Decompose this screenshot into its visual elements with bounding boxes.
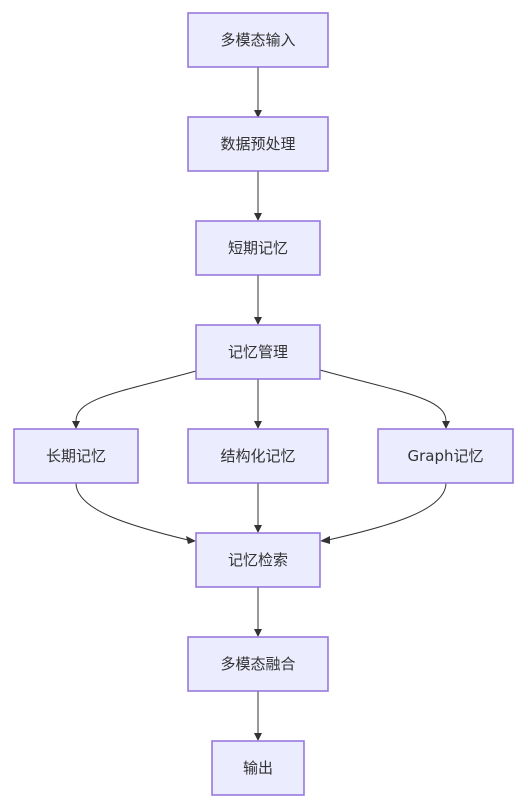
arrowhead bbox=[254, 629, 262, 637]
node-label: 多模态输入 bbox=[220, 31, 295, 49]
nodes: 多模态输入 数据预处理 短期记忆 记忆管理 长期记忆 结构化记忆 Graph记忆 bbox=[13, 12, 514, 796]
node-label: 记忆检索 bbox=[228, 551, 288, 569]
node-multimodal-input[interactable]: 多模态输入 bbox=[187, 12, 329, 68]
arrowhead bbox=[186, 536, 196, 544]
arrowhead bbox=[254, 525, 262, 533]
node-output[interactable]: 输出 bbox=[211, 740, 305, 796]
node-label: 记忆管理 bbox=[228, 343, 288, 361]
edges bbox=[72, 67, 450, 741]
arrowhead bbox=[254, 110, 262, 118]
arrowhead bbox=[254, 421, 262, 429]
node-box bbox=[195, 532, 321, 588]
arrowhead bbox=[320, 536, 330, 544]
arrowhead bbox=[442, 421, 450, 429]
node-box bbox=[195, 324, 321, 380]
node-label: 长期记忆 bbox=[46, 447, 106, 465]
node-label: 数据预处理 bbox=[220, 135, 295, 153]
node-box bbox=[187, 428, 329, 484]
node-box bbox=[187, 116, 329, 172]
node-box bbox=[211, 740, 305, 796]
node-long-term-memory[interactable]: 长期记忆 bbox=[13, 428, 139, 484]
edge-graph-to-retrieval bbox=[327, 482, 447, 541]
arrowhead bbox=[254, 213, 262, 221]
node-box bbox=[187, 12, 329, 68]
node-multimodal-fusion[interactable]: 多模态融合 bbox=[187, 636, 329, 692]
arrowhead bbox=[254, 317, 262, 325]
node-label: Graph记忆 bbox=[407, 447, 483, 465]
edge-management-to-graph bbox=[319, 369, 447, 422]
node-label: 短期记忆 bbox=[228, 239, 288, 257]
edge-management-to-long-term bbox=[75, 370, 197, 422]
node-memory-management[interactable]: 记忆管理 bbox=[195, 324, 321, 380]
node-label: 结构化记忆 bbox=[220, 447, 295, 465]
node-box bbox=[13, 428, 139, 484]
arrowhead bbox=[72, 421, 80, 429]
node-preprocessing[interactable]: 数据预处理 bbox=[187, 116, 329, 172]
node-label: 输出 bbox=[243, 759, 273, 777]
node-short-term-memory[interactable]: 短期记忆 bbox=[195, 220, 321, 276]
node-structured-memory[interactable]: 结构化记忆 bbox=[187, 428, 329, 484]
arrowhead bbox=[254, 733, 262, 741]
node-box bbox=[195, 220, 321, 276]
node-box bbox=[187, 636, 329, 692]
node-graph-memory[interactable]: Graph记忆 bbox=[377, 428, 514, 484]
edge-long-term-to-retrieval bbox=[75, 482, 189, 541]
node-memory-retrieval[interactable]: 记忆检索 bbox=[195, 532, 321, 588]
node-label: 多模态融合 bbox=[220, 655, 295, 673]
node-box bbox=[377, 428, 514, 484]
